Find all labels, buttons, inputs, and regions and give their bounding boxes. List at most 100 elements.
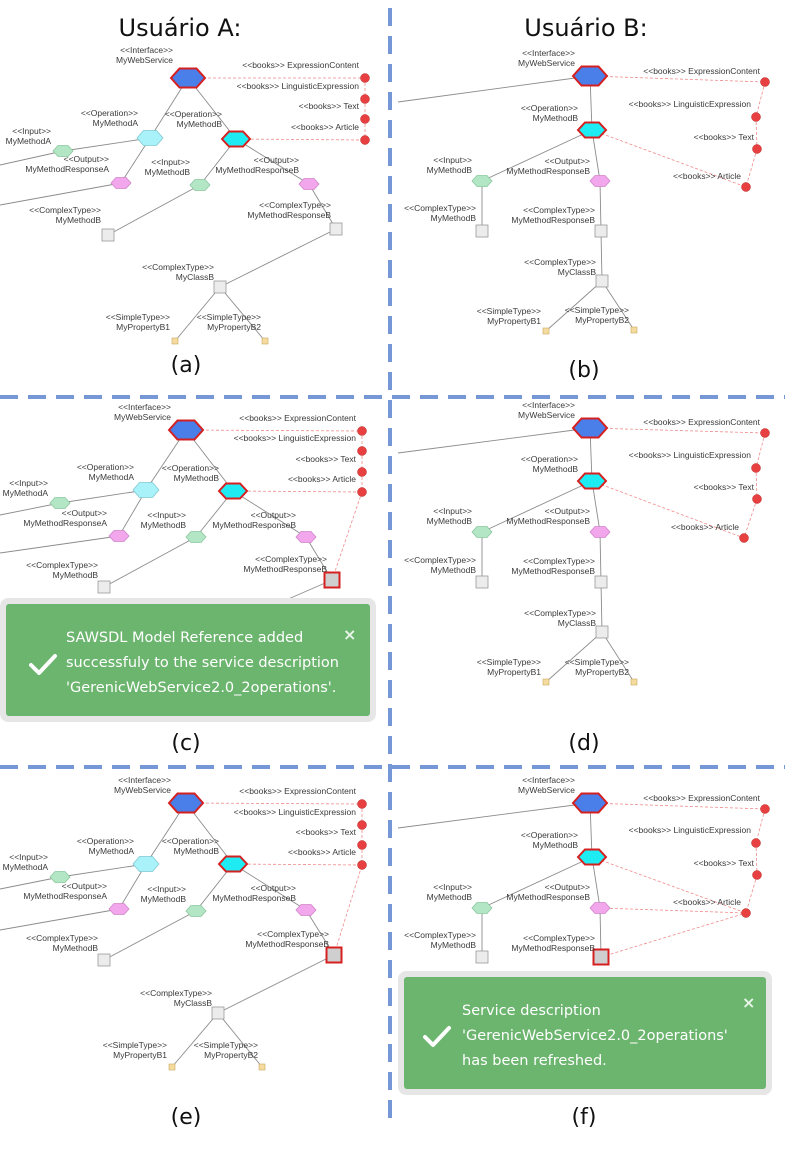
- node-iface[interactable]: <<Interface>>MyWebService: [114, 402, 205, 441]
- node-bkExpr[interactable]: <<books>> ExpressionContent: [643, 793, 770, 814]
- node-inB[interactable]: <<Input>>MyMethodB: [427, 506, 493, 538]
- node-bkArt[interactable]: <<books>> Article: [673, 897, 751, 918]
- node-iface[interactable]: <<Interface>>MyWebService: [518, 775, 609, 814]
- node-ctRB[interactable]: <<ComplexType>>MyMethodResponseB: [511, 933, 610, 966]
- node-bkText[interactable]: <<books>> Text: [296, 454, 367, 477]
- node-stB1[interactable]: <<SimpleType>>MyPropertyB1: [477, 306, 550, 335]
- node-inB[interactable]: <<Input>>MyMethodB: [141, 510, 207, 543]
- node-iface[interactable]: <<Interface>>MyWebService: [114, 775, 205, 814]
- node-iface[interactable]: <<Interface>>MyWebService: [116, 45, 207, 89]
- node-label: MyMethodB: [431, 213, 477, 223]
- node-ctRB[interactable]: <<ComplexType>>MyMethodResponseB: [243, 554, 341, 589]
- node-shape: [576, 848, 608, 866]
- node-outB[interactable]: <<Output>>MyMethodResponseB: [215, 155, 320, 190]
- node-ctB[interactable]: <<ComplexType>>MyMethodB: [29, 205, 115, 242]
- node-bkExpr[interactable]: <<books>> ExpressionContent: [239, 786, 367, 809]
- node-shape: [471, 902, 493, 914]
- toast-success-c: SAWSDL Model Reference added successfuly…: [6, 604, 370, 716]
- toast-close-icon[interactable]: ×: [343, 625, 357, 644]
- node-bkLing[interactable]: <<books>> LinguisticExpression: [234, 807, 367, 830]
- node-bkArt[interactable]: <<books>> Article: [288, 474, 367, 497]
- node-ctB[interactable]: <<ComplexType>>MyMethodB: [26, 560, 111, 594]
- node-stB1[interactable]: <<SimpleType>>MyPropertyB1: [103, 1040, 176, 1071]
- node-bkArt[interactable]: <<books>> Article: [291, 122, 370, 145]
- node-inA[interactable]: <<Input>>MyMethodA: [3, 478, 71, 509]
- node-bkExpr[interactable]: <<books>> ExpressionContent: [242, 60, 370, 83]
- node-bkLing[interactable]: <<books>> LinguisticExpression: [237, 81, 370, 104]
- node-stB2[interactable]: <<SimpleType>>MyPropertyB2: [565, 305, 638, 334]
- node-bkExpr[interactable]: <<books>> ExpressionContent: [643, 417, 770, 438]
- node-opB[interactable]: <<Operation>>MyMethodB: [521, 454, 608, 490]
- node-ctClass[interactable]: <<ComplexType>>MyClassB: [524, 608, 609, 639]
- node-opA[interactable]: <<Operation>>MyMethodA: [77, 462, 160, 498]
- node-opB[interactable]: <<Operation>>MyMethodB: [521, 103, 608, 139]
- node-outB[interactable]: <<Output>>MyMethodResponseB: [212, 883, 317, 916]
- node-outA[interactable]: <<Output>>MyMethodResponseA: [23, 881, 130, 915]
- node-inB[interactable]: <<Input>>MyMethodB: [427, 155, 493, 187]
- book-node-shape: [357, 840, 367, 850]
- node-ctRB[interactable]: <<ComplexType>>MyMethodResponseB: [245, 929, 343, 964]
- node-inA[interactable]: <<Input>>MyMethodA: [6, 126, 74, 157]
- node-ctB[interactable]: <<ComplexType>>MyMethodB: [404, 203, 489, 238]
- node-bkText[interactable]: <<books>> Text: [694, 482, 762, 504]
- node-outB[interactable]: <<Output>>MyMethodResponseB: [212, 510, 317, 543]
- node-iface[interactable]: <<Interface>>MyWebService: [518, 48, 609, 87]
- node-label: <<books>> Article: [673, 171, 741, 181]
- edge-line: [0, 908, 120, 931]
- node-bkLing[interactable]: <<books>> LinguisticExpression: [629, 825, 761, 848]
- node-label: MyWebService: [518, 410, 575, 420]
- node-bkLing[interactable]: <<books>> LinguisticExpression: [629, 450, 761, 473]
- node-ctRB[interactable]: <<ComplexType>>MyMethodResponseB: [511, 556, 608, 589]
- node-ctClass[interactable]: <<ComplexType>>MyClassB: [142, 262, 227, 294]
- node-inA[interactable]: <<Input>>MyMethodA: [3, 852, 71, 883]
- node-inB[interactable]: <<Input>>MyMethodB: [427, 882, 493, 914]
- node-bkText[interactable]: <<books>> Text: [299, 101, 370, 124]
- node-opB[interactable]: <<Operation>>MyMethodB: [165, 109, 252, 148]
- edges: [397, 75, 766, 332]
- node-opA[interactable]: <<Operation>>MyMethodA: [81, 108, 164, 146]
- node-label: MyWebService: [116, 55, 173, 65]
- node-bkExpr[interactable]: <<books>> ExpressionContent: [239, 413, 367, 436]
- node-bkArt[interactable]: <<books>> Article: [288, 847, 367, 870]
- node-ctRB[interactable]: <<ComplexType>>MyMethodResponseB: [247, 200, 343, 236]
- node-ctClass[interactable]: <<ComplexType>>MyClassB: [524, 257, 609, 288]
- node-inB[interactable]: <<Input>>MyMethodB: [145, 157, 211, 191]
- node-bkText[interactable]: <<books>> Text: [694, 132, 762, 154]
- node-bkLing[interactable]: <<books>> LinguisticExpression: [629, 99, 761, 122]
- model-reference-link: [755, 808, 766, 844]
- node-inB[interactable]: <<Input>>MyMethodB: [141, 884, 207, 917]
- node-label: <<books>> ExpressionContent: [242, 60, 359, 70]
- node-outA[interactable]: <<Output>>MyMethodResponseA: [25, 154, 132, 189]
- node-opB[interactable]: <<Operation>>MyMethodB: [521, 830, 608, 866]
- node-ctB[interactable]: <<ComplexType>>MyMethodB: [26, 933, 111, 967]
- model-reference-link: [599, 907, 747, 914]
- node-label: <<books>> Text: [694, 132, 755, 142]
- node-outB[interactable]: <<Output>>MyMethodResponseB: [506, 156, 611, 187]
- node-stB1[interactable]: <<SimpleType>>MyPropertyB1: [477, 657, 550, 686]
- node-label: MyMethodResponseA: [25, 164, 109, 174]
- node-opB[interactable]: <<Operation>>MyMethodB: [162, 463, 249, 500]
- node-outA[interactable]: <<Output>>MyMethodResponseA: [23, 508, 130, 542]
- node-ctClass[interactable]: <<ComplexType>>MyClassB: [140, 988, 225, 1020]
- node-ctRB[interactable]: <<ComplexType>>MyMethodResponseB: [511, 205, 608, 238]
- node-stB2[interactable]: <<SimpleType>>MyPropertyB2: [565, 657, 638, 686]
- node-iface[interactable]: <<Interface>>MyWebService: [518, 400, 609, 439]
- node-label: MyPropertyB1: [487, 316, 541, 326]
- node-stB1[interactable]: <<SimpleType>>MyPropertyB1: [106, 312, 179, 345]
- node-outB[interactable]: <<Output>>MyMethodResponseB: [506, 882, 611, 914]
- node-stB2[interactable]: <<SimpleType>>MyPropertyB2: [194, 1040, 266, 1071]
- node-bkText[interactable]: <<books>> Text: [296, 827, 367, 850]
- node-opA[interactable]: <<Operation>>MyMethodA: [77, 836, 160, 872]
- node-bkArt[interactable]: <<books>> Article: [671, 522, 749, 543]
- node-bkText[interactable]: <<books>> Text: [694, 858, 762, 880]
- node-ctB[interactable]: <<ComplexType>>MyMethodB: [404, 930, 489, 964]
- node-bkArt[interactable]: <<books>> Article: [673, 171, 751, 192]
- node-stB2[interactable]: <<SimpleType>>MyPropertyB2: [197, 312, 269, 345]
- node-ctB[interactable]: <<ComplexType>>MyMethodB: [404, 555, 489, 589]
- node-bkLing[interactable]: <<books>> LinguisticExpression: [234, 433, 367, 456]
- node-bkExpr[interactable]: <<books>> ExpressionContent: [643, 66, 770, 87]
- node-label: MyMethodB: [533, 840, 579, 850]
- toast-close-icon[interactable]: ×: [742, 993, 756, 1012]
- node-outB[interactable]: <<Output>>MyMethodResponseB: [506, 506, 611, 538]
- node-opB[interactable]: <<Operation>>MyMethodB: [162, 836, 249, 873]
